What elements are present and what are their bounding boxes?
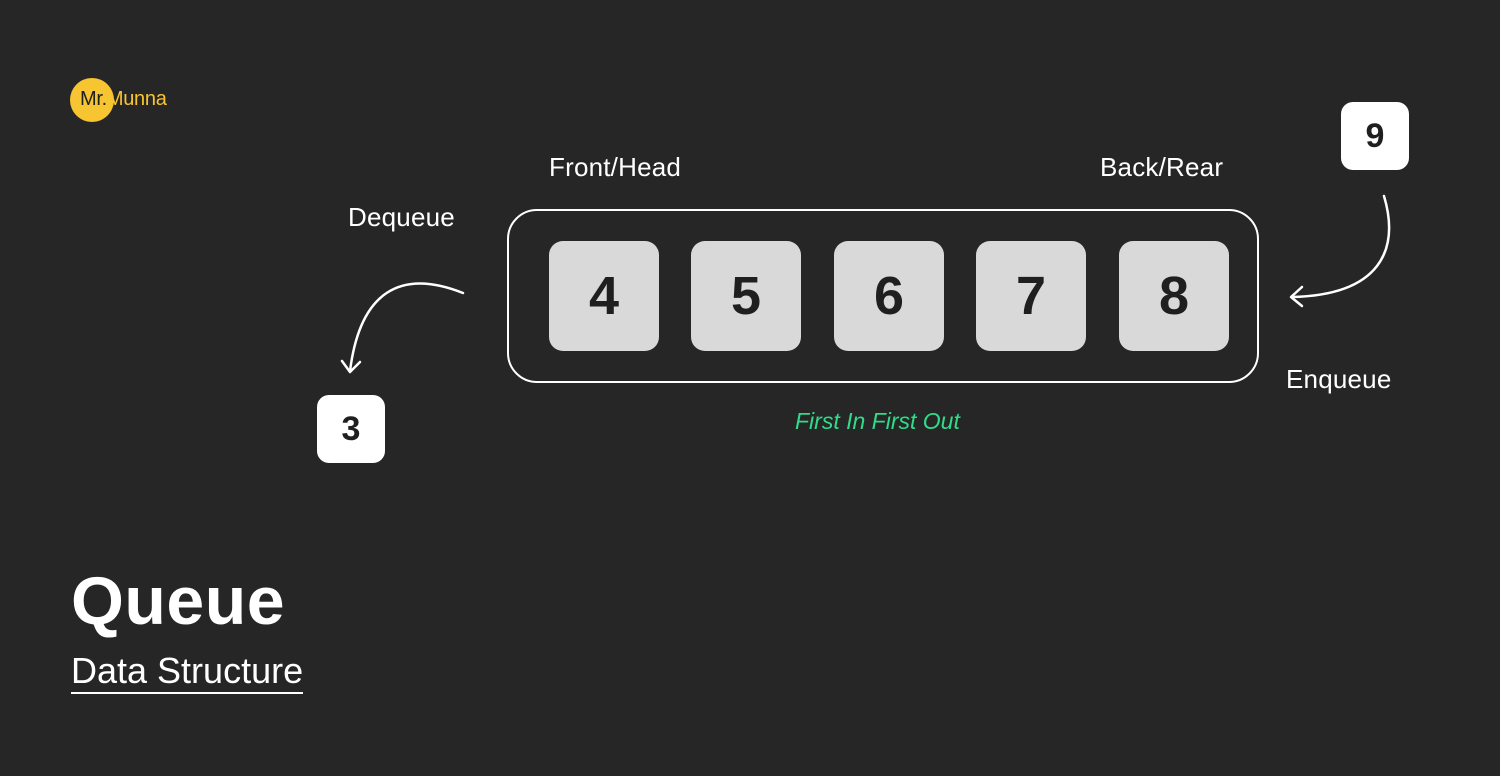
queue-cell: 6 (834, 241, 944, 351)
dequeue-arrowhead (340, 359, 362, 374)
page-title: Queue (71, 563, 286, 639)
logo-name: Munna (106, 88, 167, 110)
dequeue-label: Dequeue (348, 202, 455, 232)
page-subtitle: Data Structure (71, 652, 304, 694)
back-label: Back/Rear (1100, 152, 1224, 182)
queue-cell: 8 (1119, 241, 1229, 351)
enqueue-token: 9 (1341, 102, 1409, 170)
enqueue-label: Enqueue (1286, 364, 1392, 394)
brand-logo: Mr.Munna (70, 78, 167, 122)
queue-container (507, 209, 1259, 383)
logo-badge (70, 78, 114, 122)
logo-prefix: Mr. (80, 88, 107, 110)
fifo-note: First In First Out (795, 408, 960, 434)
dequeue-arrow (348, 282, 465, 373)
logo-text: Mr.Munna (80, 88, 167, 111)
front-label: Front/Head (549, 152, 682, 182)
queue-cell: 7 (976, 241, 1086, 351)
enqueue-arrowhead (1289, 285, 1304, 308)
enqueue-arrow (1290, 194, 1391, 299)
dequeue-token: 3 (317, 395, 385, 463)
queue-cell: 4 (549, 241, 659, 351)
queue-cell: 5 (691, 241, 801, 351)
